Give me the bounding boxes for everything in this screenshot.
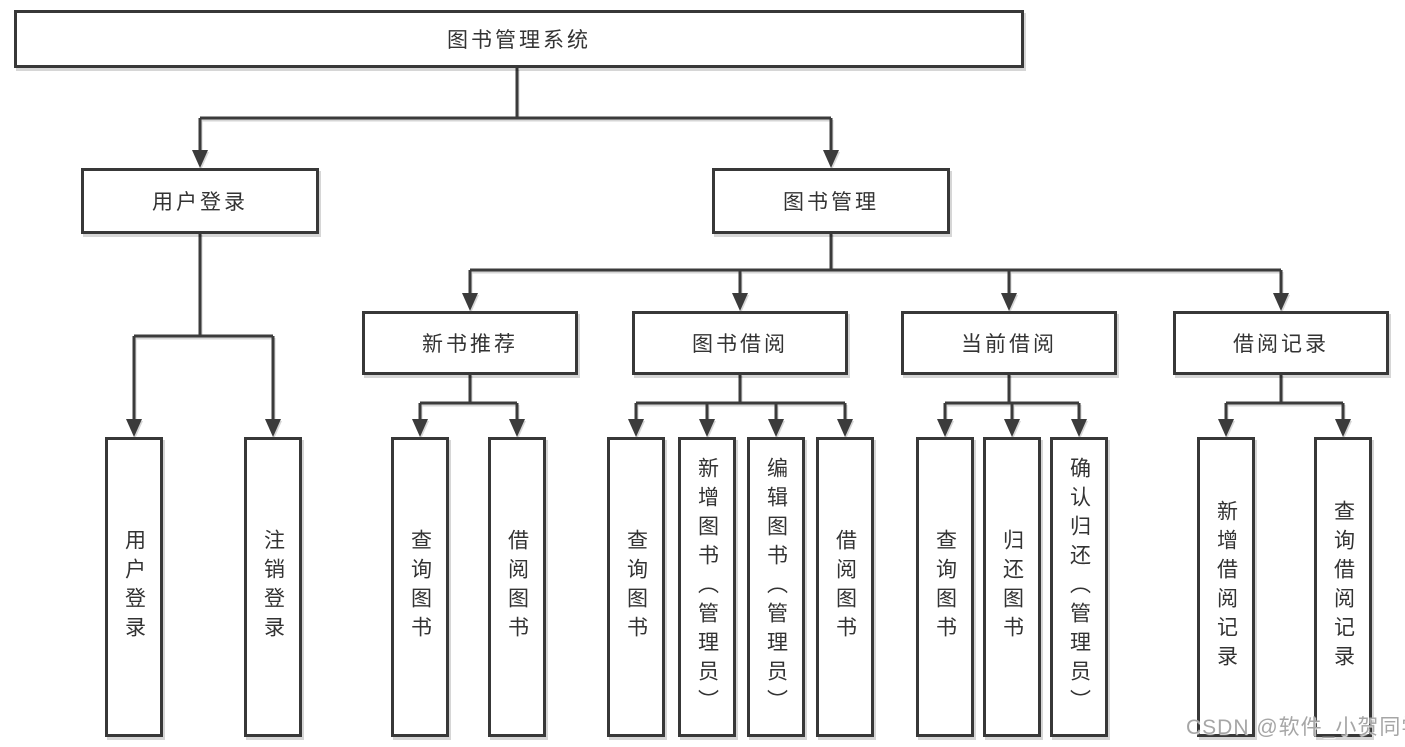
leaf-borrow-query-book: 查询图书 xyxy=(607,437,665,737)
node-book-borrow: 图书借阅 xyxy=(632,311,848,375)
node-current-borrow: 当前借阅 xyxy=(901,311,1117,375)
leaf-recommend-query-book: 查询图书 xyxy=(391,437,449,737)
connector-line xyxy=(943,374,1081,420)
node-book-management: 图书管理 xyxy=(712,168,950,234)
arrowhead xyxy=(837,419,853,437)
connector-line xyxy=(634,374,847,420)
connector-line xyxy=(132,233,275,420)
arrowhead xyxy=(1001,293,1017,311)
node-current-borrow-label: 当前借阅 xyxy=(961,333,1057,356)
arrowhead xyxy=(509,419,525,437)
connector-line xyxy=(198,68,833,151)
node-borrow-records: 借阅记录 xyxy=(1173,311,1389,375)
connector-records-to-leaves xyxy=(1218,374,1351,437)
arrowhead xyxy=(768,419,784,437)
leaf-logout: 注销登录 xyxy=(244,437,302,737)
arrowhead xyxy=(126,419,142,437)
leaf-return-book: 归还图书 xyxy=(983,437,1041,737)
arrowhead xyxy=(628,419,644,437)
arrowhead xyxy=(699,419,715,437)
node-book-borrow-label: 图书借阅 xyxy=(692,333,788,356)
leaf-add-book-admin-label: 新增图书（管理员） xyxy=(695,456,719,718)
leaf-borrow-book-label: 借阅图书 xyxy=(833,529,857,645)
arrowhead xyxy=(732,293,748,311)
node-new-book-recommend-label: 新书推荐 xyxy=(422,333,518,356)
connector-line xyxy=(418,374,519,420)
leaf-edit-book-admin: 编辑图书（管理员） xyxy=(747,437,805,737)
leaf-recommend-borrow-book: 借阅图书 xyxy=(488,437,546,737)
leaf-logout-label: 注销登录 xyxy=(261,529,285,645)
arrowhead xyxy=(412,419,428,437)
leaf-borrow-book: 借阅图书 xyxy=(816,437,874,737)
node-user-login-label: 用户登录 xyxy=(152,191,248,214)
arrowhead xyxy=(1004,419,1020,437)
connector-newbook-to-leaves xyxy=(412,374,525,437)
arrowhead xyxy=(265,419,281,437)
leaf-current-query-book-label: 查询图书 xyxy=(933,529,957,645)
leaf-add-book-admin: 新增图书（管理员） xyxy=(678,437,736,737)
connector-root-to-level2 xyxy=(192,68,839,168)
node-book-management-label: 图书管理 xyxy=(783,191,879,214)
leaf-query-borrow-record-label: 查询借阅记录 xyxy=(1331,500,1355,674)
connector-userlogin-to-leaves xyxy=(126,233,281,437)
connector-line xyxy=(468,233,1283,294)
node-user-login: 用户登录 xyxy=(81,168,319,234)
leaf-query-borrow-record: 查询借阅记录 xyxy=(1314,437,1372,737)
leaf-return-book-label: 归还图书 xyxy=(1000,529,1024,645)
connector-line xyxy=(1224,374,1345,420)
leaf-current-query-book: 查询图书 xyxy=(916,437,974,737)
node-borrow-records-label: 借阅记录 xyxy=(1233,333,1329,356)
leaf-recommend-query-book-label: 查询图书 xyxy=(408,529,432,645)
connector-bookmgmt-to-level3 xyxy=(462,233,1289,311)
leaf-recommend-borrow-book-label: 借阅图书 xyxy=(505,529,529,645)
node-new-book-recommend: 新书推荐 xyxy=(362,311,578,375)
arrowhead xyxy=(1273,293,1289,311)
arrowhead xyxy=(1071,419,1087,437)
csdn-watermark: CSDN @软件_小贺同学 xyxy=(1186,716,1405,739)
arrowhead xyxy=(1218,419,1234,437)
connector-borrow-to-leaves xyxy=(628,374,853,437)
arrowhead xyxy=(937,419,953,437)
leaf-borrow-query-book-label: 查询图书 xyxy=(624,529,648,645)
leaf-user-login: 用户登录 xyxy=(105,437,163,737)
leaf-edit-book-admin-label: 编辑图书（管理员） xyxy=(764,456,788,718)
leaf-confirm-return-admin-label: 确认归还（管理员） xyxy=(1067,456,1091,718)
arrowhead xyxy=(1335,419,1351,437)
arrowhead xyxy=(462,293,478,311)
arrowhead xyxy=(192,150,208,168)
leaf-add-borrow-record: 新增借阅记录 xyxy=(1197,437,1255,737)
node-library-system: 图书管理系统 xyxy=(14,10,1024,68)
connector-current-to-leaves xyxy=(937,374,1087,437)
leaf-add-borrow-record-label: 新增借阅记录 xyxy=(1214,500,1238,674)
arrowhead xyxy=(823,150,839,168)
node-library-system-label: 图书管理系统 xyxy=(447,29,591,52)
leaf-user-login-label: 用户登录 xyxy=(122,529,146,645)
leaf-confirm-return-admin: 确认归还（管理员） xyxy=(1050,437,1108,737)
